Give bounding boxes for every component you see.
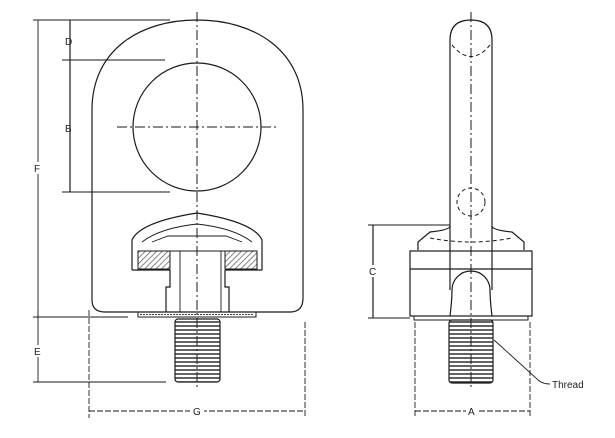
washer-left bbox=[137, 250, 171, 270]
front-view: D B F E G bbox=[30, 12, 306, 418]
dim-label-c: C bbox=[369, 267, 376, 278]
dim-label-a: A bbox=[468, 407, 475, 418]
dim-label-g: G bbox=[193, 407, 201, 418]
thread-stud-front bbox=[174, 318, 221, 383]
dim-label-f: F bbox=[34, 164, 40, 175]
thread-leader bbox=[493, 339, 551, 385]
eye-outline bbox=[91, 19, 304, 313]
dim-label-d: D bbox=[65, 37, 72, 48]
side-view: C A Thread bbox=[366, 12, 584, 418]
washer-right bbox=[224, 250, 258, 270]
dim-label-e: E bbox=[34, 347, 41, 358]
dim-label-b: B bbox=[65, 124, 72, 135]
bushing-cap bbox=[131, 212, 263, 270]
side-cap bbox=[417, 225, 525, 250]
thread-label: Thread bbox=[552, 380, 584, 391]
thread-stud-side bbox=[448, 319, 494, 384]
